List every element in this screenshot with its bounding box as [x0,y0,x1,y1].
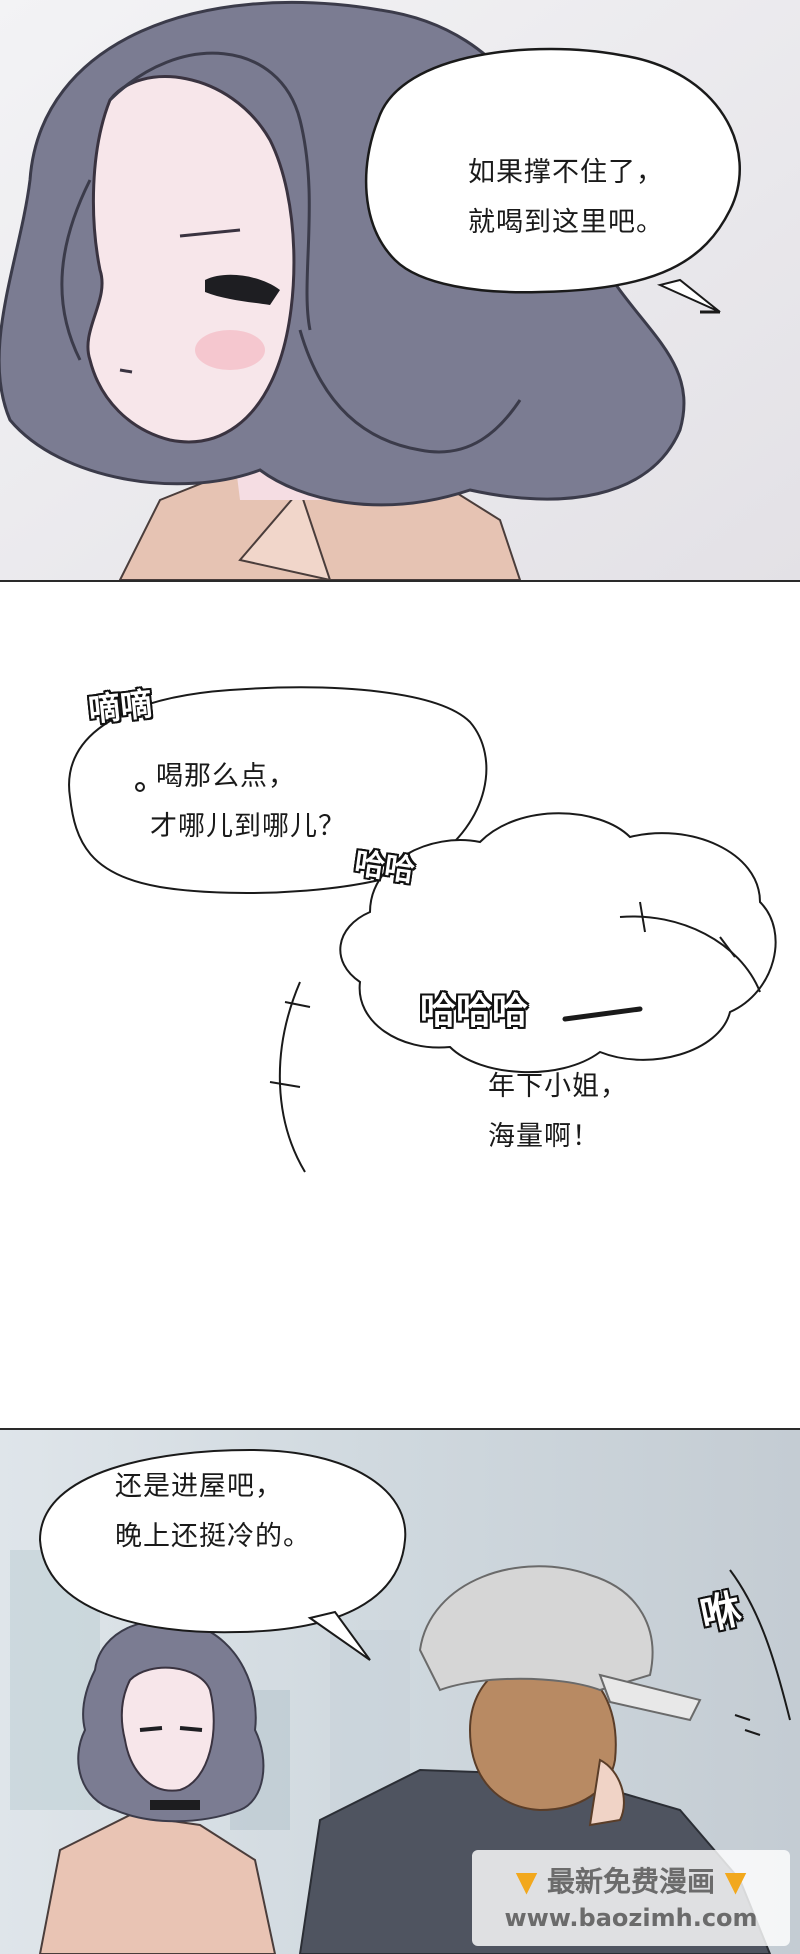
sfx-mutter: 嘀嘀 [86,684,155,730]
speech-line: 年下小姐， [488,1071,628,1102]
speech-bubble-1 [364,47,741,294]
pointing-down-hand-icon: ▼ [724,1865,747,1898]
speech-line: 还是进屋吧， [115,1471,283,1502]
speech-line: 如果撑不住了， [468,157,664,188]
speech-bubble-4-text: 还是进屋吧， 晚上还挺冷的。 [115,1462,311,1562]
speech-line: 晚上还挺冷的。 [115,1521,311,1552]
sfx-laugh: 哈哈哈 [420,991,529,1032]
speech-line: 就喝到这里吧。 [468,207,664,238]
speech-line: 海量啊！ [488,1121,600,1152]
speech-bubble-1-text: 如果撑不住了， 就喝到这里吧。 [468,148,664,248]
watermark-badge: ▼ 最新免费漫画 ▼ www.baozimh.com [472,1850,790,1946]
speech-line: 喝那么点， [156,761,296,792]
panel-2-artwork [68,686,777,1173]
speech-bubble-3-text: 年下小姐， 海量啊！ [488,1062,628,1162]
watermark-title: 最新免费漫画 [546,1865,715,1898]
speech-line: 才哪儿到哪儿？ [150,811,346,842]
panel-1-artwork [0,0,800,580]
panel-2: 嘀嘀 喝那么点， 才哪儿到哪儿？ 哈哈 哈哈哈 年下小姐， 海量啊！ [0,582,800,1428]
pointing-down-hand-icon: ▼ [515,1865,538,1898]
watermark-url: www.baozimh.com [504,1904,758,1932]
speech-bubble-2-text: 喝那么点， 才哪儿到哪儿？ [150,752,346,852]
sfx-chuckle: 哈哈 [352,845,417,889]
panel-1: 如果撑不住了， 就喝到这里吧。 [0,0,800,582]
watermark-title-row: ▼ 最新免费漫画 ▼ [472,1860,790,1900]
